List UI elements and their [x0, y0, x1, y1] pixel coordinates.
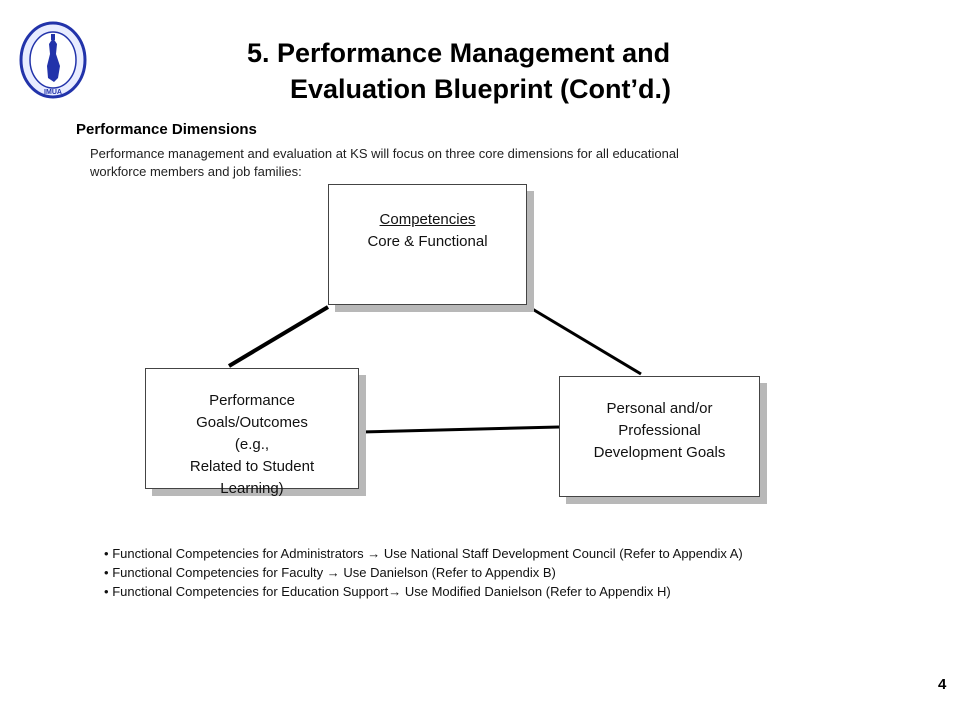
performance-goals-line5: Learning) [220, 480, 284, 497]
competencies-box: Competencies Core & Functional [328, 184, 527, 305]
bullet-text: Use Modified Danielson (Refer to Appendi… [401, 584, 671, 599]
page-title-line2: Evaluation Blueprint (Cont’d.) [290, 74, 671, 104]
competencies-box-title: Competencies [379, 211, 476, 228]
performance-goals-line4: Related to Student [189, 458, 315, 475]
arrow-right-icon: → [388, 584, 402, 599]
connector-top-right [528, 305, 642, 376]
performance-goals-line3: (e.g., [234, 436, 270, 453]
page-title-line1: 5. Performance Management and [247, 38, 671, 68]
competencies-box-subtitle: Core & Functional [367, 233, 488, 250]
development-goals-line3: Development Goals [593, 444, 726, 461]
kamehameha-schools-seal-icon: IMUA [19, 21, 87, 99]
connector-top-left [227, 305, 330, 368]
bullet-text: Use Danielson (Refer to Appendix B) [339, 565, 556, 580]
connector-left-right [360, 425, 560, 434]
intro-line-2: workforce members and job families: [90, 164, 302, 179]
list-item: • Functional Competencies for Faculty → … [104, 563, 743, 582]
bullet-text: Functional Competencies for Education Su… [112, 584, 389, 599]
performance-goals-line2: Goals/Outcomes [196, 414, 308, 431]
bullet-text: Use National Staff Development Council (… [380, 546, 743, 561]
intro-text: Performance management and evaluation at… [90, 145, 850, 181]
competency-bullet-list: • Functional Competencies for Administra… [104, 544, 743, 601]
development-goals-line2: Professional [618, 422, 701, 439]
bullet-marker: • [104, 584, 109, 599]
performance-goals-line1: Performance [209, 392, 295, 409]
list-item: • Functional Competencies for Administra… [104, 544, 743, 563]
development-goals-line1: Personal and/or [606, 400, 713, 417]
arrow-right-icon: → [367, 546, 381, 561]
bullet-marker: • [104, 546, 109, 561]
bullet-marker: • [104, 565, 109, 580]
intro-line-1: Performance management and evaluation at… [90, 146, 679, 161]
bullet-text: Functional Competencies for Administrato… [112, 546, 368, 561]
section-heading: Performance Dimensions [76, 121, 257, 138]
page-number: 4 [938, 676, 947, 693]
logo-text-bottom: IMUA [44, 89, 62, 96]
performance-goals-box: Performance Goals/Outcomes (e.g., Relate… [145, 368, 359, 497]
development-goals-box: Personal and/or Professional Development… [559, 376, 760, 497]
bullet-text: Functional Competencies for Faculty [112, 565, 327, 580]
arrow-right-icon: → [326, 565, 340, 580]
list-item: • Functional Competencies for Education … [104, 582, 743, 601]
